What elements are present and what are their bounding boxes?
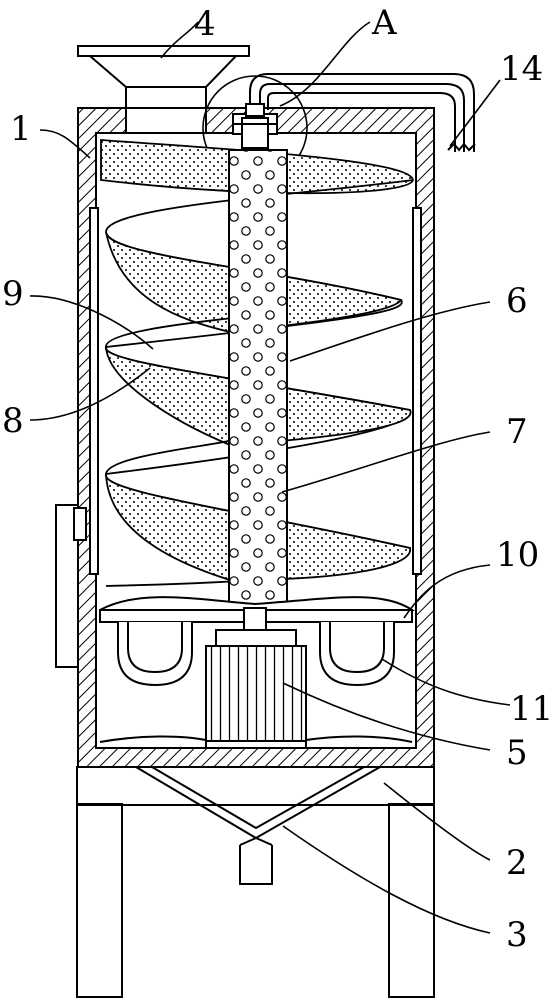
label-2: 2 — [506, 843, 528, 883]
label-10: 10 — [496, 535, 539, 575]
leader-lines — [29, 21, 511, 934]
discharge-cone — [135, 766, 381, 885]
separation-plate — [99, 596, 416, 631]
return-pipe — [249, 73, 476, 152]
side-control-box — [55, 504, 87, 668]
lower-chamber — [99, 735, 413, 743]
side-windows — [89, 207, 422, 575]
label-3: 3 — [506, 915, 528, 955]
label-9: 9 — [2, 274, 24, 314]
label-7: 7 — [506, 412, 528, 452]
label-1: 1 — [10, 109, 32, 149]
label-6: 6 — [506, 281, 528, 321]
filter-shaft — [228, 149, 288, 610]
label-11: 11 — [510, 689, 553, 729]
label-14: 14 — [500, 49, 543, 89]
collecting-trough — [117, 622, 395, 687]
label-a: A — [371, 3, 397, 43]
label-4: 4 — [194, 4, 216, 44]
label-5: 5 — [506, 733, 528, 773]
feed-hopper — [77, 45, 250, 134]
motor — [205, 629, 307, 749]
support-legs — [76, 766, 435, 998]
label-8: 8 — [2, 401, 24, 441]
